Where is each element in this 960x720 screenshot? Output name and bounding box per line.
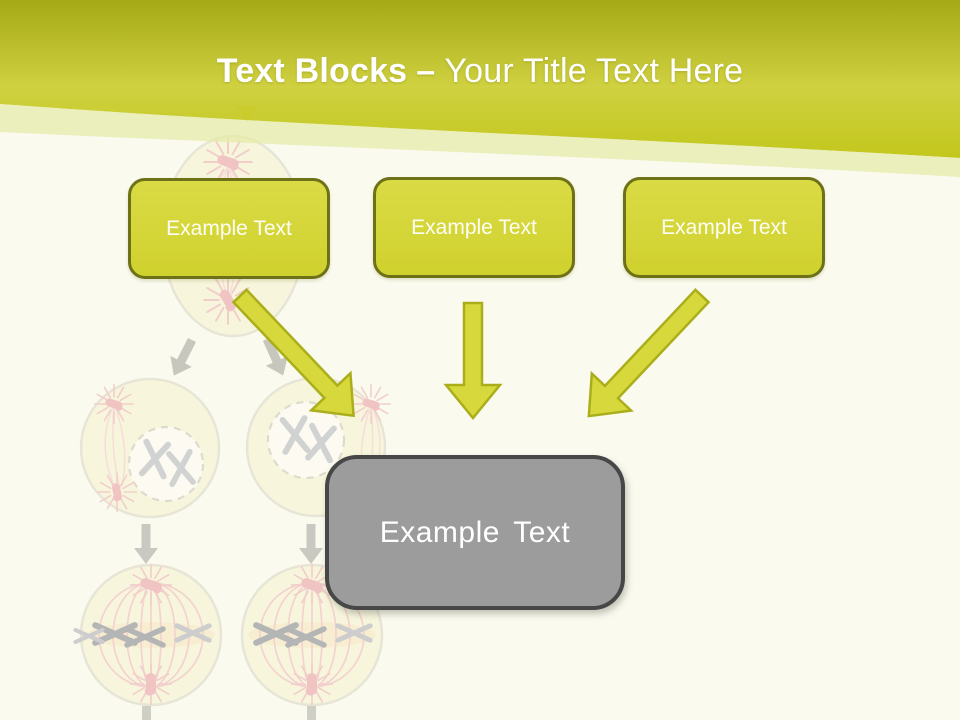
header-light-band (0, 104, 960, 177)
title-bold-part: Text Blocks (216, 52, 408, 90)
title-dash: – (416, 52, 436, 90)
title-regular-part: Your Title Text Here (444, 52, 744, 90)
slide-title: Text Blocks–Your Title Text Here (0, 52, 960, 91)
example-text-block-1[interactable]: Example Text (128, 178, 330, 279)
cell-metaphase-left (76, 563, 223, 707)
header-notch (236, 106, 258, 121)
example-text-block-label: Example Text (661, 215, 787, 239)
result-text-block-label: Example Text (379, 515, 571, 549)
arrow-down-right-icon (231, 288, 355, 418)
header-swoosh (0, 0, 960, 177)
arrow-down-left-icon (587, 288, 711, 418)
arrow-down-icon (443, 301, 503, 420)
cell-prophase-left (79, 377, 221, 519)
example-text-block-label: Example Text (411, 215, 537, 239)
example-text-block-label: Example Text (166, 216, 292, 240)
watermark-arrow-stubs (142, 706, 316, 720)
result-text-block[interactable]: Example Text (325, 455, 625, 610)
example-text-block-3[interactable]: Example Text (623, 177, 825, 278)
example-text-block-2[interactable]: Example Text (373, 177, 575, 278)
header-background (0, 0, 960, 158)
